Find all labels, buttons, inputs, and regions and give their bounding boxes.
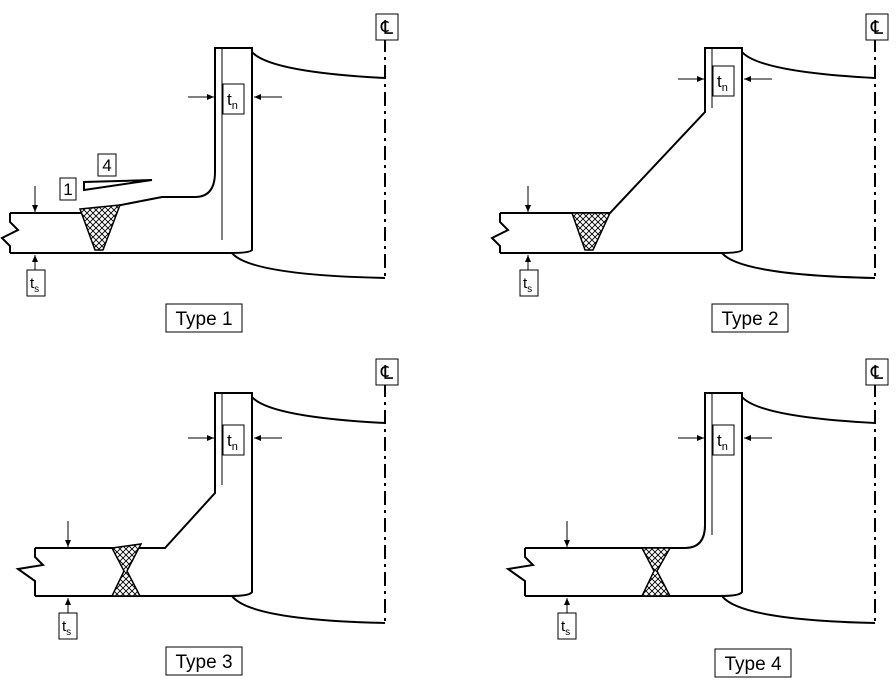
tn-box	[712, 65, 735, 97]
ts-box	[519, 269, 539, 297]
panel-type2: tn ts ℄ Type 2	[490, 13, 889, 333]
break-symbol	[505, 548, 536, 596]
centerline-box	[865, 13, 889, 41]
ts-box	[58, 612, 78, 640]
panel-caption: Type 1	[175, 309, 232, 330]
nozzle-lower-flare	[721, 595, 876, 624]
break-symbol	[15, 548, 46, 596]
tn-label: tn	[227, 431, 238, 453]
caption-box	[714, 648, 792, 678]
break-symbol	[490, 213, 510, 253]
panel-type3: tn ts ℄ Type 3	[15, 358, 399, 676]
panel-caption: Type 3	[175, 652, 232, 673]
ts-label: ts	[30, 275, 39, 295]
tn-label: tn	[717, 431, 728, 453]
break-symbol	[0, 213, 20, 253]
caption-box	[711, 303, 789, 333]
weld-bead	[110, 543, 143, 597]
caption-box	[165, 303, 243, 333]
tn-label: tn	[227, 90, 238, 112]
shell-top-line	[10, 47, 253, 254]
ts-label: ts	[62, 618, 71, 638]
tn-box	[712, 424, 735, 456]
nozzle-lower-flare	[231, 252, 386, 279]
nozzle-upper-flare	[251, 396, 386, 424]
centerline-icon: ℄	[380, 363, 394, 384]
centerline-icon: ℄	[380, 18, 394, 39]
centerline-box	[375, 13, 399, 41]
weld-bead	[78, 204, 122, 251]
nozzle-upper-flare	[741, 51, 876, 79]
tn-label: tn	[717, 72, 728, 94]
ts-box	[557, 612, 577, 640]
caption-box	[165, 646, 243, 676]
shell-top-line	[525, 392, 743, 597]
shell-top-line	[500, 47, 743, 254]
panel-caption: Type 2	[721, 309, 778, 330]
nozzle-upper-flare	[741, 396, 876, 424]
centerline-icon: ℄	[870, 18, 884, 39]
slope-run-label: 4	[102, 156, 111, 175]
ts-box	[26, 269, 46, 297]
weld-bead	[570, 212, 612, 251]
slope-rise-box	[59, 177, 77, 201]
nozzle-lower-flare	[721, 252, 876, 279]
slope-run-box	[97, 153, 117, 177]
ts-label: ts	[561, 618, 570, 638]
panel-type4: tn ts ℄ Type 4	[505, 358, 889, 678]
slope-rise-label: 1	[63, 180, 72, 199]
nozzle-upper-flare	[251, 51, 386, 79]
ts-label: ts	[523, 275, 532, 295]
nozzle-lower-flare	[231, 595, 386, 624]
weld-bead	[640, 547, 672, 597]
panel-type1: 1 4 tn ts ℄ Type 1	[0, 13, 399, 333]
centerline-box	[865, 358, 889, 386]
tn-box	[222, 83, 245, 115]
slope-triangle	[83, 179, 153, 192]
shell-top-line	[35, 392, 253, 597]
centerline-icon: ℄	[870, 363, 884, 384]
tn-box	[222, 424, 245, 456]
panel-caption: Type 4	[724, 654, 781, 675]
centerline-box	[375, 358, 399, 386]
